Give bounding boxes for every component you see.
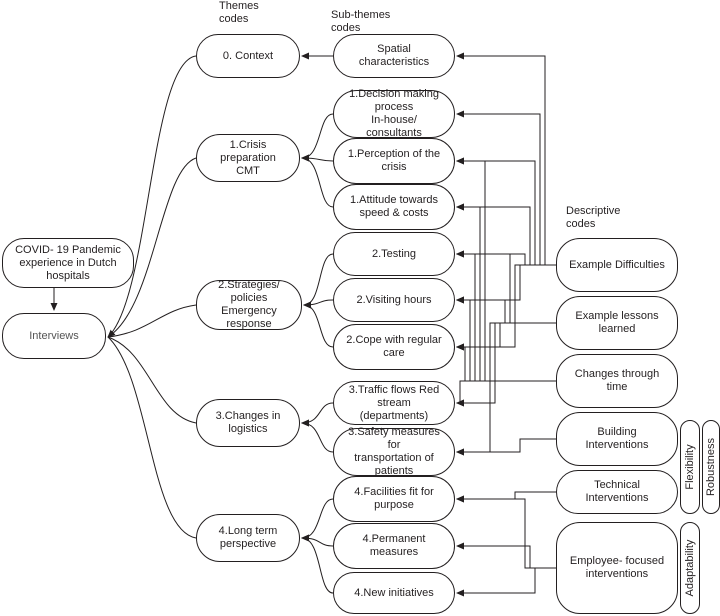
link-desc-1-to-sub-7 — [456, 322, 556, 407]
link-desc-1-to-sub-5 — [456, 296, 556, 324]
link-sub-3-2 — [301, 534, 334, 594]
link-desc-4-to-sub-9 — [456, 491, 556, 503]
link-sub-1-2 — [303, 301, 334, 348]
flexibility-text: Flexibility — [684, 444, 696, 490]
link-sub-2-1 — [301, 419, 334, 453]
link-logistics-interviews — [107, 336, 197, 424]
link-desc-2-to-sub-2 — [456, 157, 556, 382]
descriptive-changes-through-time: Changes through time — [556, 354, 678, 408]
link-desc-1-to-sub-8 — [456, 322, 556, 456]
link-desc-2-to-sub-7 — [456, 380, 556, 407]
link-desc-5-to-sub-9 — [456, 495, 556, 569]
source-pandemic-node: COVID- 19 Pandemic experience in Dutch h… — [2, 238, 134, 288]
subtheme-new-initiatives: 4.New initiatives — [333, 572, 455, 614]
subtheme-facilities-fit: 4.Facilities fit for purpose — [333, 476, 455, 522]
theme-changes-logistics: 3.Changes in logistics — [196, 399, 300, 447]
descriptive-example-difficulties: Example Difficulties — [556, 238, 678, 292]
subtheme-perception-crisis: 1.Perception of the crisis — [333, 138, 455, 184]
link-desc-0-to-sub-2 — [456, 157, 556, 266]
link-desc-2-to-sub-6 — [456, 343, 556, 382]
subtheme-safety-measures: 3.Safety measures for transportation of … — [333, 426, 455, 477]
link-desc-0-to-sub-6 — [456, 264, 556, 351]
link-desc-2-to-sub-5 — [456, 296, 556, 382]
flexibility-label: Flexibility — [680, 420, 700, 514]
descriptive-employee-interventions: Employee- focused interventions — [556, 522, 678, 614]
link-sub-0-0 — [301, 113, 334, 162]
link-desc-5-to-sub-10 — [456, 542, 556, 569]
adaptability-text: Adaptability — [684, 539, 696, 597]
theme-long-term: 4.Long term perspective — [196, 514, 300, 562]
link-desc-1-to-sub-6 — [456, 322, 556, 351]
link-sub-0-2 — [301, 154, 334, 208]
themes-codes-header: Themes codes — [219, 0, 259, 25]
descriptive-lessons-learned: Example lessons learned — [556, 296, 678, 350]
theme-crisis-preparation: 1.Crisis preparation CMT — [196, 134, 300, 182]
link-context-interviews — [107, 55, 197, 338]
robustness-text: Robustness — [705, 437, 717, 497]
subtheme-testing: 2.Testing — [333, 232, 455, 276]
descriptive-building-interventions: Building Interventions — [556, 412, 678, 466]
link-longterm-interviews — [107, 336, 197, 539]
subtheme-decision-making: 1.Decision making process In-house/ cons… — [333, 88, 455, 139]
link-desc-1-to-sub-4 — [456, 250, 556, 324]
descriptive-codes-header: Descriptive codes — [566, 205, 621, 230]
adaptability-label: Adaptability — [680, 522, 700, 614]
link-desc-0-to-sub-3 — [456, 203, 556, 266]
link-desc-0-to-sub-1 — [456, 110, 556, 266]
link-crisis-interviews — [107, 157, 197, 338]
link-sub-3-0 — [301, 498, 334, 542]
subtheme-regular-care: 2.Cope with regular care — [333, 324, 455, 370]
interviews-node: Interviews — [2, 313, 106, 359]
subtheme-attitude-speed-costs: 1.Attitude towards speed & costs — [333, 184, 455, 230]
link-strategies-interviews — [107, 304, 197, 338]
link-desc-5-to-sub-11 — [456, 567, 556, 597]
subthemes-codes-header: Sub-themes codes — [331, 9, 391, 34]
link-desc-0-to-sub-4 — [456, 250, 556, 266]
subtheme-visiting-hours: 2.Visiting hours — [333, 278, 455, 322]
theme-strategies-policies: 2.Strategies/ policies Emergency respons… — [196, 279, 302, 330]
link-desc-0-to-sub-5 — [456, 264, 556, 304]
link-desc-2-to-sub-4 — [456, 250, 556, 382]
link-sub-1-0 — [303, 253, 334, 309]
robustness-label: Robustness — [702, 420, 720, 514]
link-desc-3-to-sub-8 — [456, 438, 556, 456]
link-sub-2-0 — [301, 402, 334, 427]
theme-context: 0. Context — [196, 34, 300, 78]
subtheme-spatial-characteristics: Spatial characteristics — [333, 34, 455, 78]
descriptive-technical-interventions: Technical Interventions — [556, 470, 678, 514]
subtheme-permanent-measures: 4.Permanent measures — [333, 523, 455, 569]
link-desc-2-to-sub-3 — [456, 203, 556, 382]
subtheme-traffic-flows: 3.Traffic flows Red stream (departments) — [333, 381, 455, 425]
